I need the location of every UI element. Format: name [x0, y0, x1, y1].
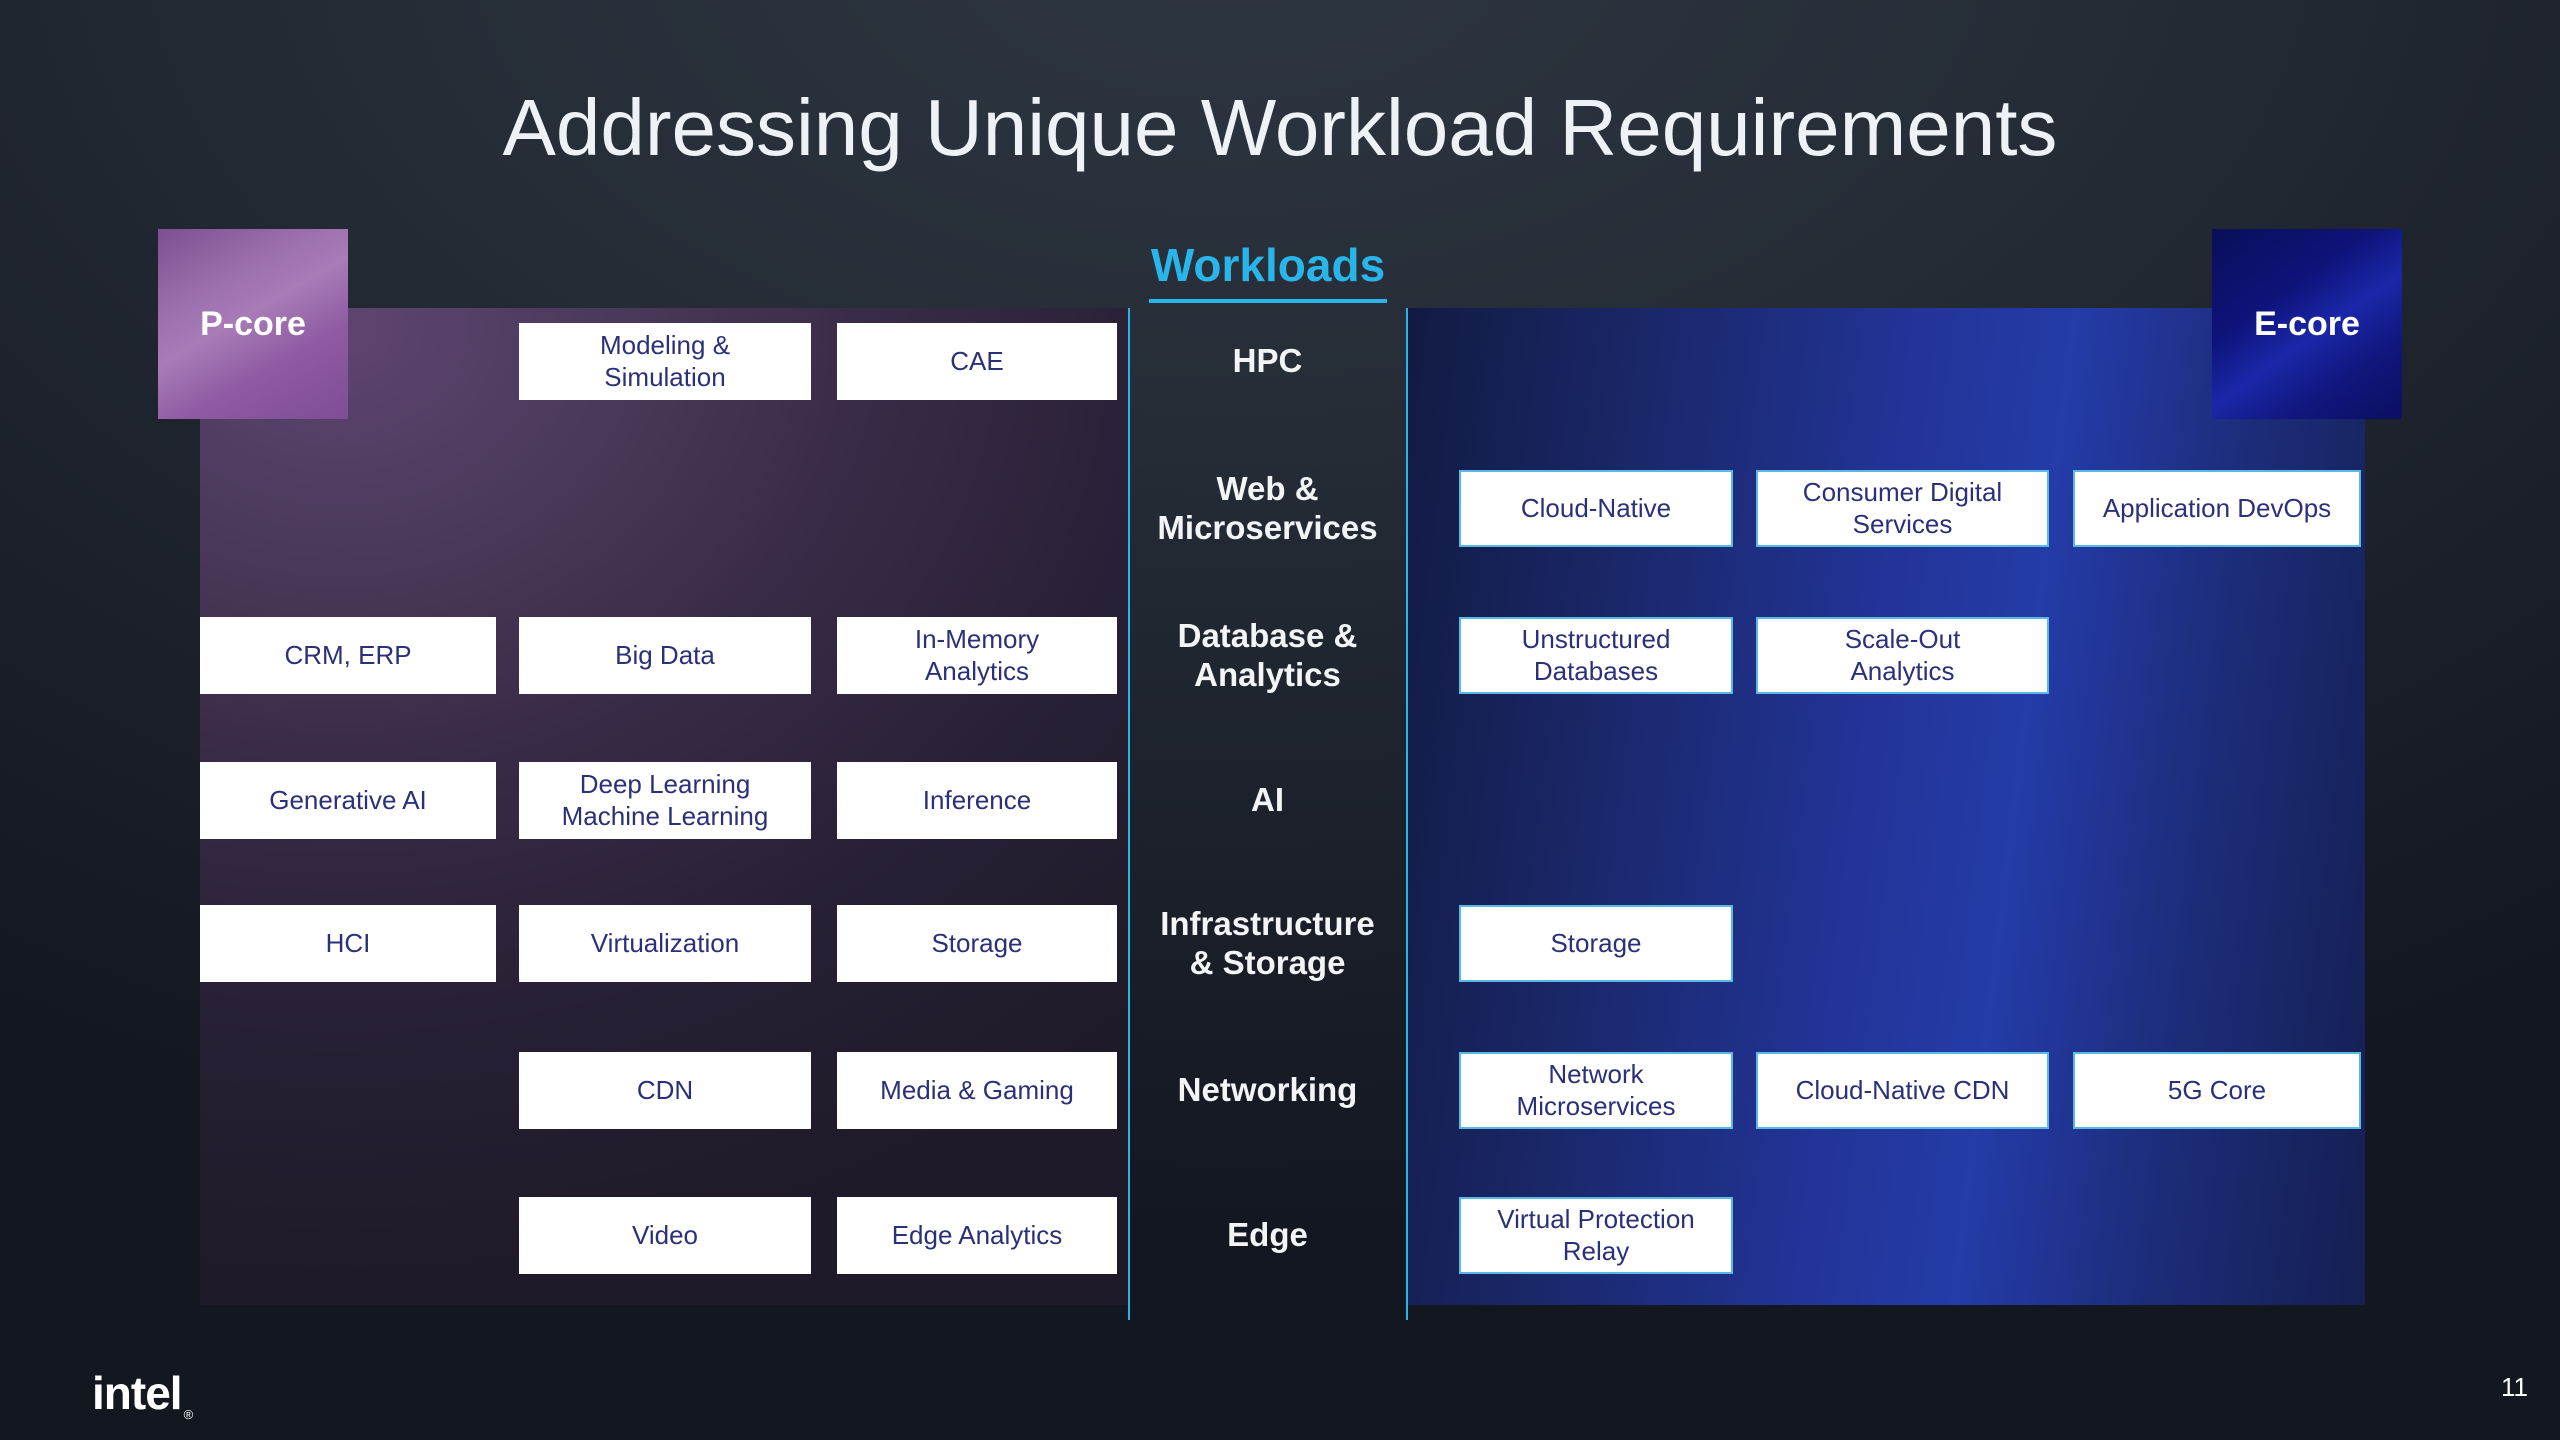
- row-label-hpc: HPC: [1232, 342, 1303, 380]
- registered-trademark-symbol: ®: [183, 1407, 194, 1422]
- intel-logo: intel®: [92, 1366, 194, 1422]
- e-core-label: E-core: [2254, 304, 2360, 343]
- row-label-ai: AI: [1251, 781, 1284, 819]
- box-hci: HCI: [200, 905, 496, 982]
- p-core-tile: P-core: [158, 229, 348, 419]
- box-video: Video: [519, 1197, 811, 1274]
- box-media-gaming: Media & Gaming: [837, 1052, 1117, 1129]
- row-label-database-analytics: Database & Analytics: [1177, 617, 1358, 693]
- workloads-column-left-line: [1128, 308, 1130, 1320]
- box-consumer-digital-services: Consumer Digital Services: [1756, 470, 2049, 547]
- box-edge-analytics: Edge Analytics: [837, 1197, 1117, 1274]
- box-unstructured-databases: Unstructured Databases: [1459, 617, 1733, 694]
- e-core-tile: E-core: [2212, 229, 2402, 419]
- box-cae: CAE: [837, 323, 1117, 400]
- row-label-edge: Edge: [1227, 1216, 1308, 1254]
- workloads-header: Workloads: [1128, 238, 1408, 303]
- intel-logo-text: intel: [92, 1367, 183, 1419]
- box-virtualization: Virtualization: [519, 905, 811, 982]
- page-number: 11: [2501, 1372, 2528, 1402]
- slide-title: Addressing Unique Workload Requirements: [502, 83, 2058, 172]
- box-network-microservices: Network Microservices: [1459, 1052, 1733, 1129]
- row-label-web-microservices: Web & Microservices: [1157, 470, 1378, 546]
- box-in-memory-analytics: In-Memory Analytics: [837, 617, 1117, 694]
- workloads-header-text: Workloads: [1148, 238, 1388, 303]
- box-crm-erp: CRM, ERP: [200, 617, 496, 694]
- box-5g-core: 5G Core: [2073, 1052, 2361, 1129]
- box-modeling-simulation: Modeling & Simulation: [519, 323, 811, 400]
- box-virtual-protection-relay: Virtual Protection Relay: [1459, 1197, 1733, 1274]
- row-label-infrastructure-storage: Infrastructure & Storage: [1160, 905, 1375, 981]
- box-inference: Inference: [837, 762, 1117, 839]
- box-cloud-native-cdn: Cloud-Native CDN: [1756, 1052, 2049, 1129]
- box-scale-out-analytics: Scale-Out Analytics: [1756, 617, 2049, 694]
- box-big-data: Big Data: [519, 617, 811, 694]
- box-cdn: CDN: [519, 1052, 811, 1129]
- box-storage-e-core: Storage: [1459, 905, 1733, 982]
- box-storage-p-core: Storage: [837, 905, 1117, 982]
- box-application-devops: Application DevOps: [2073, 470, 2361, 547]
- workloads-column-right-line: [1406, 308, 1408, 1320]
- box-deep-learning-machine-learning: Deep Learning Machine Learning: [519, 762, 811, 839]
- row-label-networking: Networking: [1177, 1071, 1358, 1109]
- box-cloud-native: Cloud-Native: [1459, 470, 1733, 547]
- e-core-gradient-panel: [1408, 308, 2365, 1305]
- p-core-label: P-core: [200, 304, 306, 343]
- box-generative-ai: Generative AI: [200, 762, 496, 839]
